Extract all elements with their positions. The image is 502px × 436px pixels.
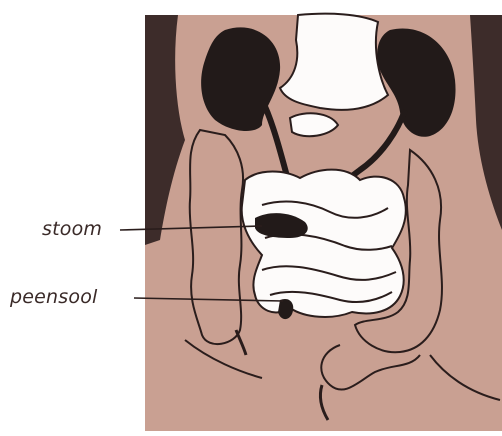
label-stoom: stoom (42, 218, 102, 240)
small-intestine (242, 170, 406, 317)
colon-left (190, 130, 243, 344)
label-peensool: peensool (10, 286, 98, 308)
upper-organ (280, 14, 388, 110)
